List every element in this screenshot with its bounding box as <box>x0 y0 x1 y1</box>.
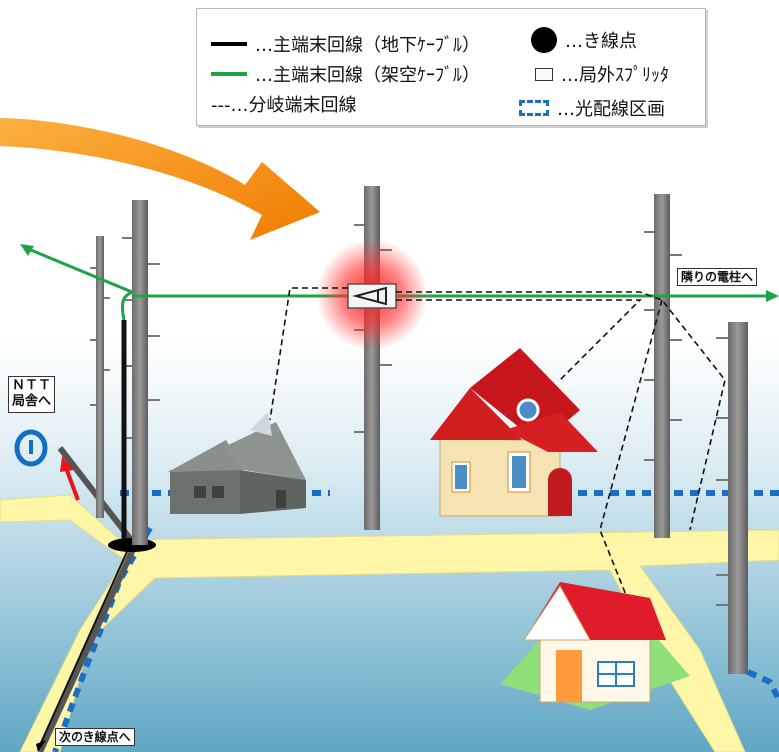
next-junction-label: 次のき線点へ <box>55 728 135 747</box>
legend-dashed-square-icon <box>519 100 549 116</box>
legend-main-underground-label: …主端末回線（地下ｹｰﾌﾞﾙ） <box>255 35 480 56</box>
house-barn <box>168 412 306 514</box>
aerial-right-arrowhead <box>766 290 779 302</box>
next-junction-arrow <box>36 740 46 752</box>
pole-main <box>122 200 160 545</box>
legend-main-aerial-label: …主端末回線（架空ｹｰﾌﾞﾙ） <box>255 65 480 86</box>
ntt-logo-icon <box>14 429 48 467</box>
legend-branch-line-label: ---…分岐端末回線 <box>211 95 357 116</box>
house-small <box>500 582 690 710</box>
aerial-cable <box>25 246 768 321</box>
legend-junction: …き線点 <box>531 27 637 53</box>
orange-arrow <box>0 118 320 240</box>
legend-main-underground: …主端末回線（地下ｹｰﾌﾞﾙ） <box>211 31 480 57</box>
legend-splitter: …局外ｽﾌﾟﾘｯﾀ <box>535 61 669 87</box>
legend-junction-label: …き線点 <box>565 31 637 52</box>
ntt-direction-arrow <box>60 456 80 501</box>
legend-black-dot-icon <box>531 27 557 53</box>
pole-front-right <box>716 322 748 674</box>
legend-area-label: …光配線区画 <box>557 99 665 120</box>
pole-far-left <box>90 236 110 518</box>
ntt-office-label: ＮＴＴ 局舎へ <box>8 376 56 413</box>
legend-green-line-icon <box>211 72 247 76</box>
legend: …主端末回線（地下ｹｰﾌﾞﾙ） …主端末回線（架空ｹｰﾌﾞﾙ） ---…分岐端末… <box>196 8 706 126</box>
ntt-label-line2: 局舎へ <box>12 394 52 410</box>
ntt-label-line1: ＮＴＴ <box>12 378 52 393</box>
legend-area: …光配線区画 <box>519 95 665 121</box>
legend-black-line-icon <box>211 42 247 46</box>
legend-splitter-icon <box>535 67 553 81</box>
branch-lines <box>269 287 726 601</box>
pole-right <box>644 194 682 538</box>
legend-branch-line: ---…分岐端末回線 <box>211 91 357 117</box>
legend-splitter-label: …局外ｽﾌﾟﾘｯﾀ <box>561 65 669 86</box>
legend-main-aerial: …主端末回線（架空ｹｰﾌﾞﾙ） <box>211 61 480 87</box>
aerial-left-arrowhead <box>20 244 34 256</box>
next-pole-label: 隣りの電柱へ <box>677 268 758 287</box>
outdoor-splitter <box>347 283 397 309</box>
house-large <box>430 348 598 517</box>
